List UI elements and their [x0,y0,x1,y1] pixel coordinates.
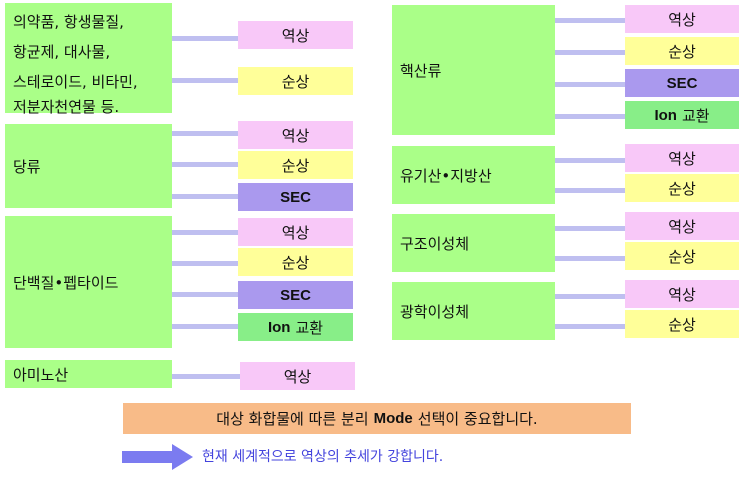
note-text-after: 선택이 중요합니다. [417,410,538,428]
connector [172,292,238,297]
mode-label: 역상 [668,149,696,168]
connector [555,114,625,119]
category-label: 아미노산 [13,365,69,384]
mode-label: 역상 [668,10,696,29]
connector [172,162,238,167]
mode-label: 순상 [281,156,310,175]
mode-reverse-phase: 역상 [238,121,353,149]
category-proteins-peptides: 단백질•펩타이드 [5,216,172,348]
connector [555,188,625,193]
connector [555,226,625,231]
category-label: 광학이성체 [400,302,470,321]
mode-normal-phase: 순상 [625,37,739,65]
category-line: 항균제, 대사물, [13,43,111,61]
connector [172,261,238,266]
category-optical-isomers: 광학이성체 [392,282,555,340]
mode-reverse-phase: 역상 [625,280,739,308]
category-amino-acids: 아미노산 [5,360,172,388]
connector [555,158,625,163]
mode-normal-phase: 순상 [238,248,353,276]
mode-label: 역상 [668,217,696,236]
connector [555,18,625,23]
mode-label: SEC [666,74,698,92]
mode-reverse-phase: 역상 [625,5,739,33]
connector [555,324,625,329]
category-structural-isomers: 구조이성체 [392,214,555,272]
mode-sec: SEC [625,69,739,97]
mode-normal-phase: 순상 [625,310,739,338]
mode-normal-phase: 순상 [238,151,353,179]
mode-reverse-phase: 역상 [240,362,355,390]
right-arrow-icon [122,444,193,470]
mode-sec: SEC [238,183,353,211]
mode-label: 역상 [281,223,310,242]
connector [172,194,238,199]
mode-normal-phase: 순상 [625,174,739,202]
mode-reverse-phase: 역상 [625,212,739,240]
category-label: 유기산•지방산 [400,166,492,185]
category-small-molecules: 의약품, 항생물질, 항균제, 대사물, 스테로이드, 비타민, 저분자천연물 … [5,3,172,116]
mode-label: 순상 [668,42,696,61]
category-label: 구조이성체 [400,234,470,253]
mode-reverse-phase: 역상 [625,144,739,172]
trend-text: 현재 세계적으로 역상의 추세가 강합니다. [202,449,444,465]
mode-label: 순상 [668,247,696,266]
mode-label: 역상 [283,367,312,386]
connector [172,374,240,379]
mode-label-latin: Ion [267,318,291,336]
mode-normal-phase: 순상 [625,242,739,270]
mode-label-latin: Ion [654,106,677,124]
mode-label-korean: 교환 [295,318,324,337]
mode-sec: SEC [238,281,353,309]
mode-label-korean: 교환 [681,106,710,125]
category-line: 의약품, 항생물질, [13,13,124,31]
mode-label: 역상 [668,285,696,304]
connector [555,294,625,299]
category-line: 스테로이드, 비타민, [13,73,138,91]
category-organic-fatty-acids: 유기산•지방산 [392,146,555,204]
mode-label: 역상 [281,26,310,45]
mode-label: 순상 [668,179,696,198]
mode-reverse-phase: 역상 [238,21,353,49]
connector [172,36,238,41]
category-label: 단백질•펩타이드 [13,273,119,292]
connector [172,78,238,83]
mode-label: 순상 [668,315,696,334]
mode-normal-phase: 순상 [238,67,353,95]
mode-label: 역상 [281,126,310,145]
connector [555,256,625,261]
note-text-before: 대상 화합물에 따른 분리 [216,410,369,428]
connector [172,131,238,136]
connector [172,324,238,329]
mode-label: 순상 [281,72,310,91]
category-label: 핵산류 [400,61,442,80]
category-label: 당류 [13,157,41,176]
category-line: 저분자천연물 등. [13,98,120,116]
mode-label: 순상 [281,253,310,272]
connector [555,50,625,55]
connector [172,230,238,235]
mode-label: SEC [280,286,311,304]
category-nucleic-acids: 핵산류 [392,5,555,135]
mode-reverse-phase: 역상 [238,218,353,246]
connector [555,82,625,87]
note-text-mode: Mode [373,410,413,427]
mode-label: SEC [280,188,311,206]
category-saccharides: 당류 [5,124,172,208]
